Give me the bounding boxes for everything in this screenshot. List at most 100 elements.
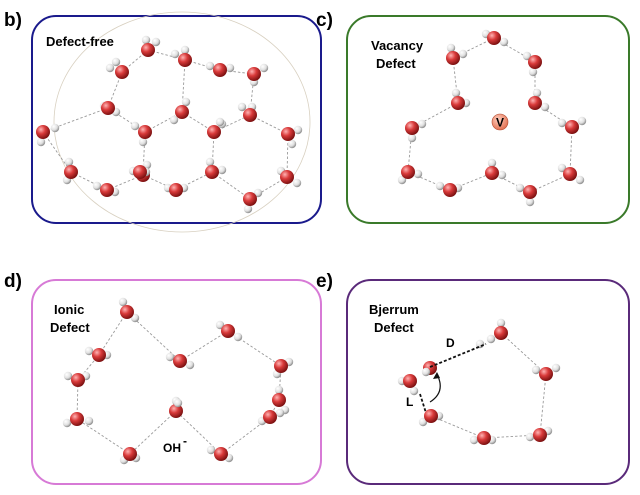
oxygen-atom <box>494 326 508 340</box>
hydrogen-bond-c <box>449 172 493 191</box>
oxygen-atom <box>173 354 187 368</box>
hydrogen-atom <box>217 165 227 175</box>
hydrogen-atom <box>92 181 102 191</box>
oxygen-atom <box>178 53 192 67</box>
oxygen-atom <box>175 105 189 119</box>
hydrogen-bond-b <box>42 131 72 173</box>
hydrogen-atom <box>215 117 225 127</box>
oxygen-atom <box>205 165 219 179</box>
hydrogen-atom <box>293 125 303 135</box>
hydrogen-bond-d <box>179 330 229 362</box>
panel-b-frame <box>31 15 322 224</box>
hydrogen-bond-c <box>529 173 571 193</box>
hydrogen-atom <box>287 139 297 149</box>
hydroxide-hydrogen <box>173 398 183 408</box>
hydrogen-atom <box>487 158 497 168</box>
panel-letter-d: d) <box>4 271 22 292</box>
l-label: L <box>406 395 413 409</box>
panel-letter-b: b) <box>4 10 22 31</box>
oxygen-atom <box>446 51 460 65</box>
oxygen-atom <box>247 67 261 81</box>
oxygen-atom <box>405 121 419 135</box>
oxygen-atom <box>101 101 115 115</box>
water-molecules <box>36 29 587 465</box>
oxygen-atom <box>92 348 106 362</box>
oxygen-atom <box>213 63 227 77</box>
hydrogen-atom <box>130 313 140 323</box>
oxygen-atom <box>401 165 415 179</box>
hydrogen-atom <box>515 183 525 193</box>
panel-e-frame <box>346 279 630 485</box>
hydrogen-atom <box>409 386 419 396</box>
hydrogen-bond-d <box>269 399 280 418</box>
hydrogen-atom <box>528 67 538 77</box>
hydrogen-bond-d <box>98 311 128 356</box>
hydrogen-atom <box>497 170 507 180</box>
hydrogen-atom <box>253 188 263 198</box>
oxygen-atom <box>403 374 417 388</box>
oxygen-atom <box>133 165 147 179</box>
oxygen-atom <box>485 166 499 180</box>
vacancy-label: V <box>496 116 504 130</box>
hydrogen-atom <box>205 157 215 167</box>
hydrogen-atom <box>418 417 428 427</box>
hydrogen-atom <box>274 385 284 395</box>
hydrogen-atom <box>435 181 445 191</box>
panel-title-e-line2: Defect <box>374 320 414 335</box>
hydrogen-bond-c <box>493 37 536 63</box>
oxygen-atom <box>281 127 295 141</box>
oxygen-atom <box>539 367 553 381</box>
hydrogen-bond-d <box>76 418 131 455</box>
hydrogen-bond-c <box>569 126 573 175</box>
oxygen-atom <box>71 373 85 387</box>
oxygen-atom <box>207 125 221 139</box>
cluster-outline <box>53 11 311 233</box>
oxygen-atom <box>528 96 542 110</box>
hydrogen-atom <box>233 332 243 342</box>
hydrogen-atom <box>577 116 587 126</box>
hydrogen-atom <box>62 418 72 428</box>
hydrogen-atom <box>84 346 94 356</box>
hydrogen-atom <box>525 432 535 442</box>
hydrogen-atom <box>458 49 468 59</box>
panel-letter-c: c) <box>316 10 333 31</box>
hydrogen-atom <box>170 49 180 59</box>
hydrogen-bond-e <box>539 373 547 436</box>
hydrogen-atom <box>111 57 121 67</box>
panel-title-b: Defect-free <box>46 34 114 49</box>
oxygen-atom <box>443 183 457 197</box>
hydrogen-atom <box>575 175 585 185</box>
hydrogen-bond-b <box>107 107 146 133</box>
hydrogen-atom <box>540 102 550 112</box>
oxygen-atom <box>70 412 84 426</box>
hydrogen-atom <box>522 51 532 61</box>
oxygen-atom <box>533 428 547 442</box>
oxygen-atom <box>523 185 537 199</box>
hydrogen-atom <box>63 371 73 381</box>
hydrogen-atom <box>180 45 190 55</box>
oxygen-atom <box>243 192 257 206</box>
hydrogen-atom <box>185 360 195 370</box>
panel-title-c-line1: Vacancy <box>371 38 424 53</box>
hydrogen-atom <box>407 133 417 143</box>
panel-title-d-line2: Defect <box>50 320 90 335</box>
hydrogen-atom <box>259 63 269 73</box>
oxygen-atom <box>123 447 137 461</box>
hydrogen-atom <box>469 435 479 445</box>
oxygen-atom <box>487 31 501 45</box>
hydrogen-atom <box>237 102 247 112</box>
oxygen-atom <box>36 125 50 139</box>
hydrogen-atom <box>496 318 506 328</box>
hydrogen-atom <box>397 175 407 185</box>
oxygen-atom <box>138 125 152 139</box>
hydrogen-atom <box>50 123 60 133</box>
oxygen-atom <box>214 447 228 461</box>
hydrogen-atom <box>151 37 161 47</box>
hydrogen-atom <box>84 416 94 426</box>
hydrogen-atom <box>215 320 225 330</box>
hydrogen-atom <box>169 115 179 125</box>
hydroxide-charge: - <box>183 434 187 448</box>
hydrogen-atom <box>557 163 567 173</box>
hydrogen-atom <box>206 445 216 455</box>
panel-title-c-line2: Defect <box>376 56 416 71</box>
